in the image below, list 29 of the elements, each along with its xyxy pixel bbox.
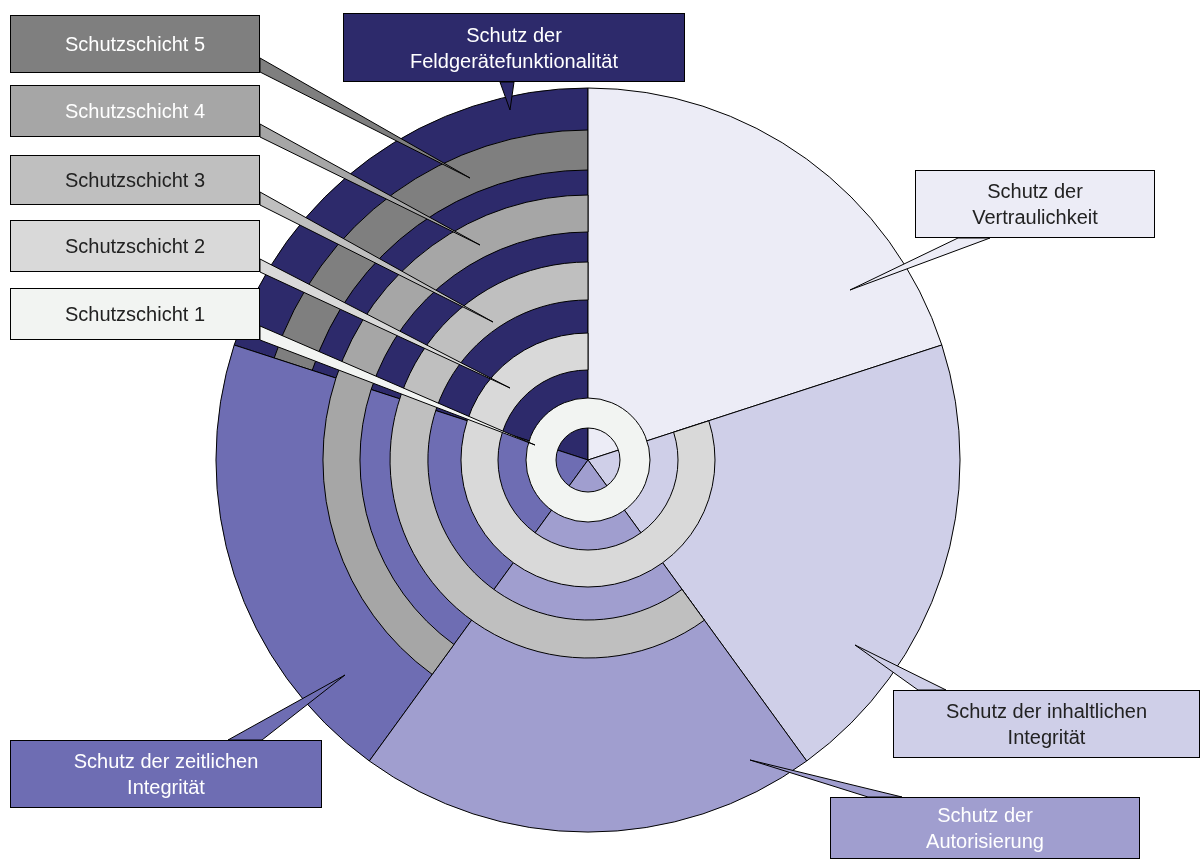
leader-line [854,644,947,691]
callout-text: Schutz der Autorisierung [925,803,1045,854]
callout-box [343,13,685,82]
callout-box [10,85,260,137]
ring-segment [389,261,705,659]
callout-text: Schutzschicht 4 [64,99,206,124]
callout-text: Schutzschicht 5 [64,32,206,57]
callout-text: Schutzschicht 3 [64,168,206,193]
leader-line [259,191,494,323]
callout-text: Schutzschicht 1 [64,302,206,327]
leader-line [849,237,991,291]
leader-line [259,57,471,179]
leader-line [259,258,511,389]
callout-text: Schutz der Vertraulichkeit [971,179,1099,230]
callout-text: Schutzschicht 2 [64,234,206,259]
leader-line [749,759,903,798]
leader-line [259,123,481,246]
callout-text: Schutz der Feldgerätefunktionalität [409,22,619,74]
callout-text: Schutz der zeitlichen Integrität [72,749,260,800]
ring-segment [460,332,716,588]
callout-box [10,155,260,205]
callout-box [10,15,260,73]
callout-text: Schutz der inhaltlichen Integrität [944,699,1149,750]
callout-box [10,220,260,272]
leader-line [499,81,515,111]
leader-line [259,325,536,446]
callout-box [10,288,260,340]
pie-sector [587,87,943,461]
leader-line [227,674,346,741]
